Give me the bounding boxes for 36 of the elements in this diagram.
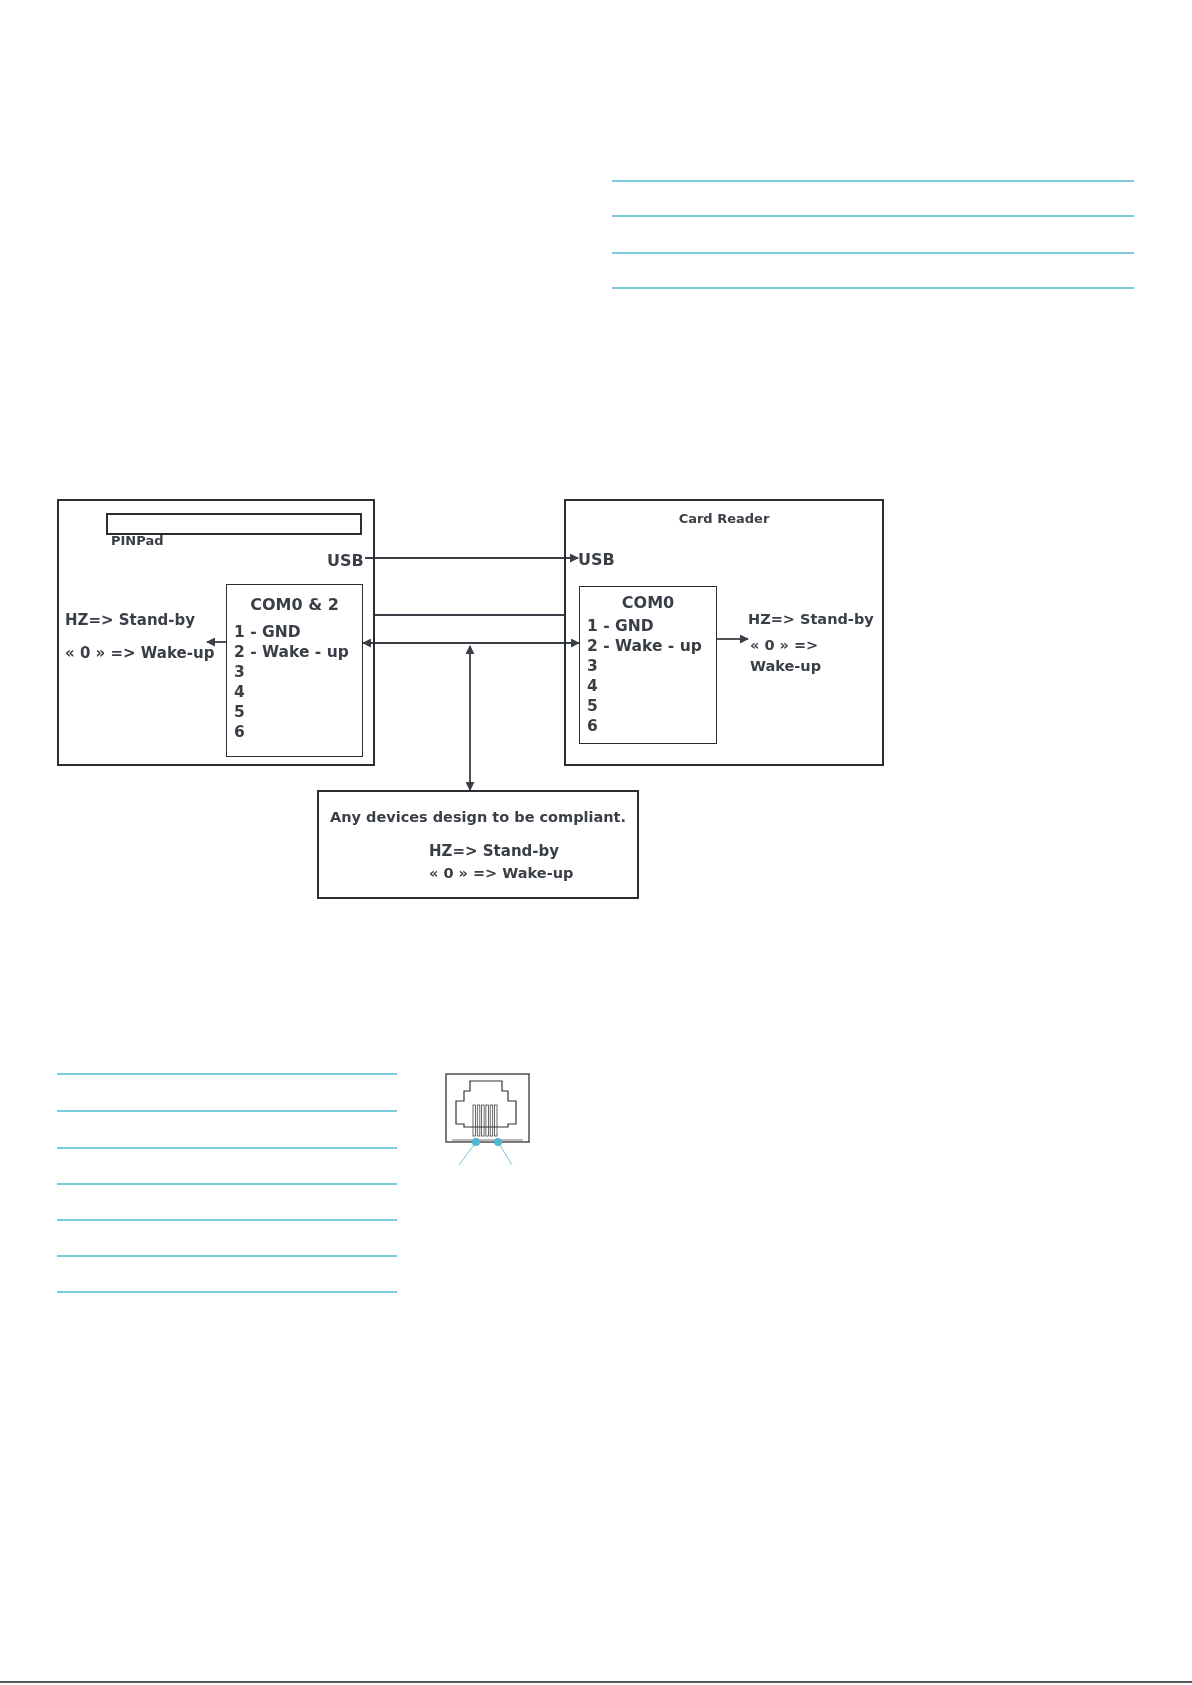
device-box xyxy=(57,499,375,766)
pin-label: 1 - GND xyxy=(587,617,654,635)
signal-text: HZ=> Stand-by xyxy=(748,611,874,627)
signal-text: « 0 » => Wake-up xyxy=(750,636,823,676)
pin-label: 6 xyxy=(234,723,245,741)
pin-label: 5 xyxy=(234,703,245,721)
device-box xyxy=(317,790,639,899)
connector-arrow xyxy=(362,638,580,648)
pin-label: 5 xyxy=(587,697,598,715)
port-heading: COM0 & 2 xyxy=(249,595,340,614)
box-title: Card Reader xyxy=(677,511,771,526)
pin-label: 6 xyxy=(587,717,598,735)
pin-label: 4 xyxy=(234,683,245,701)
pin-label: 4 xyxy=(587,677,598,695)
pin-label: 2 - Wake - up xyxy=(587,637,702,655)
connector-arrow xyxy=(716,634,749,644)
device-box xyxy=(564,499,884,766)
signal-text: USB xyxy=(327,551,364,570)
port-heading: COM0 xyxy=(620,593,676,612)
signal-text: « 0 » => Wake-up xyxy=(429,865,574,881)
signal-text: HZ=> Stand-by xyxy=(65,611,196,629)
port-box xyxy=(226,584,363,757)
signal-text: USB xyxy=(578,550,615,569)
connector-arrow xyxy=(465,645,475,791)
port-box xyxy=(579,586,717,744)
signal-text: « 0 » => Wake-up xyxy=(65,644,215,662)
connector-arrow xyxy=(206,637,227,647)
signal-text: HZ=> Stand-by xyxy=(429,842,560,860)
connector-arrow xyxy=(364,553,579,563)
display-box xyxy=(106,513,362,535)
box-title: Any devices design to be compliant. xyxy=(328,809,628,825)
box-title: PINPad xyxy=(111,533,164,548)
pin-label: 1 - GND xyxy=(234,623,301,641)
pin-label: 3 xyxy=(587,657,598,675)
pin-label: 2 - Wake - up xyxy=(234,643,349,661)
pin-label: 3 xyxy=(234,663,245,681)
